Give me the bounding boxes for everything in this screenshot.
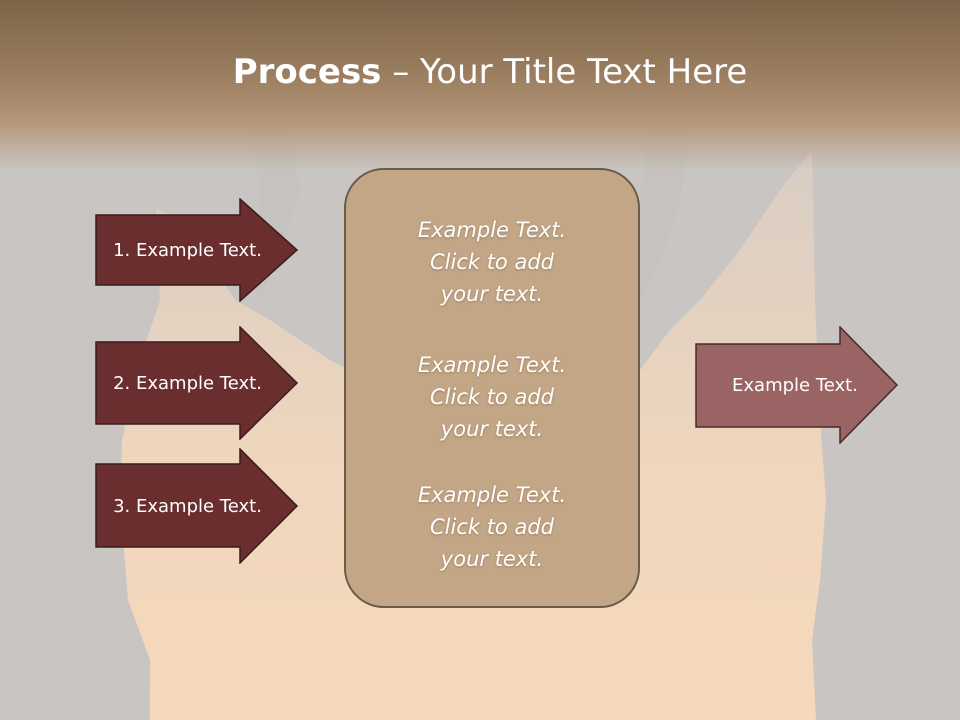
paragraph-line: Click to add [429,250,554,274]
left-arrow-2-label: 2. Example Text. [113,372,262,394]
slide-title: Process – Your Title Text Here [0,52,960,92]
center-paragraph-1: Example Text. Click to add your text. [346,214,638,310]
left-arrow-2[interactable]: 2. Example Text. [95,326,300,440]
paragraph-line: your text. [440,282,544,306]
center-paragraph-2: Example Text. Click to add your text. [346,349,638,445]
paragraph-line: your text. [440,417,544,441]
title-bold: Process [232,52,382,92]
center-paragraph-3: Example Text. Click to add your text. [346,479,638,575]
left-arrow-1-label: 1. Example Text. [113,239,262,261]
paragraph-line: Example Text. [417,353,567,377]
left-arrow-3[interactable]: 3. Example Text. [95,448,300,564]
paragraph-line: Click to add [429,385,554,409]
right-arrow[interactable]: Example Text. [695,326,900,444]
paragraph-line: Example Text. [417,218,567,242]
left-arrow-3-label: 3. Example Text. [113,495,262,517]
title-rest: – Your Title Text Here [381,52,748,92]
left-arrow-1[interactable]: 1. Example Text. [95,198,300,302]
paragraph-line: your text. [440,547,544,571]
header-band [0,0,960,170]
center-text-box[interactable]: Example Text. Click to add your text. Ex… [344,168,640,608]
arrow-shape-icon [695,326,899,444]
arrow-shape-icon [95,198,299,302]
arrow-shape-icon [95,326,299,440]
paragraph-line: Example Text. [417,483,567,507]
arrow-shape-icon [95,448,299,564]
paragraph-line: Click to add [429,515,554,539]
right-arrow-label: Example Text. [732,374,858,396]
